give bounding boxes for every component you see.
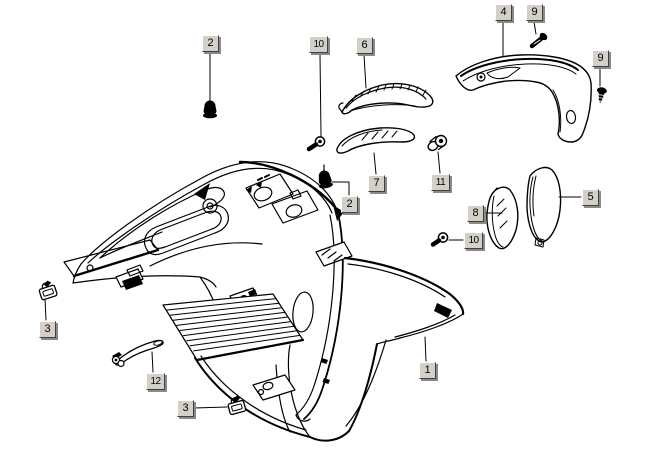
part-1-rear-fairing [194, 256, 465, 442]
leader-line-2 [331, 181, 350, 196]
pan-screw-10b-icon [430, 232, 449, 247]
leader-line-6 [363, 54, 367, 89]
part-callout-2[interactable]: 2 [202, 35, 219, 52]
part-callout-7[interactable]: 7 [368, 175, 385, 192]
clip-3a-icon [38, 280, 58, 301]
leader-line-10 [319, 53, 322, 137]
leader-line-1 [424, 336, 427, 362]
part-callout-9[interactable]: 9 [592, 50, 609, 67]
part-callout-9[interactable]: 9 [526, 4, 543, 21]
hinge-bracket [315, 241, 353, 267]
part-callout-10[interactable]: 10 [309, 36, 328, 53]
part-callout-2[interactable]: 2 [341, 196, 358, 213]
leader-line-12 [151, 351, 154, 373]
pan-screw-10a-icon [306, 136, 326, 152]
left-sill-strip [63, 239, 160, 278]
part-7-shape [336, 127, 416, 154]
latch-plates [245, 173, 319, 224]
leader-line-11 [437, 151, 441, 174]
part-callout-1[interactable]: 1 [419, 362, 436, 379]
screw-2a-icon [203, 100, 217, 119]
part-callout-12[interactable]: 12 [146, 373, 165, 390]
latch-cluster-left [115, 264, 144, 290]
part-5-shape [526, 166, 562, 248]
floor-panel [162, 293, 305, 362]
part-4-shape [455, 54, 592, 143]
leader-line-9 [533, 21, 537, 35]
fastening-arrow-marks [194, 181, 262, 214]
part-callout-3[interactable]: 3 [39, 321, 56, 338]
part-callout-4[interactable]: 4 [495, 4, 512, 21]
part-callout-8[interactable]: 8 [467, 205, 484, 222]
part-callout-6[interactable]: 6 [356, 37, 373, 54]
screw-2b-icon [318, 170, 333, 189]
clip-3b-icon [227, 395, 247, 416]
leader-line-3 [44, 298, 47, 321]
tapping-screw-9b-icon [596, 87, 607, 103]
tapping-screw-9a-icon [529, 32, 548, 49]
grommet-icon [427, 134, 448, 152]
left-panel-slot [143, 204, 229, 256]
part-8-shape [486, 186, 519, 250]
leader-line-7 [373, 152, 377, 175]
part-callout-5[interactable]: 5 [582, 189, 599, 206]
part-callout-10[interactable]: 10 [464, 232, 483, 249]
part-callout-11[interactable]: 11 [431, 174, 450, 191]
leader-line-3 [193, 406, 228, 409]
part-6-shape [338, 82, 434, 115]
part-callout-3[interactable]: 3 [177, 400, 194, 417]
cable-12-icon [111, 339, 164, 368]
